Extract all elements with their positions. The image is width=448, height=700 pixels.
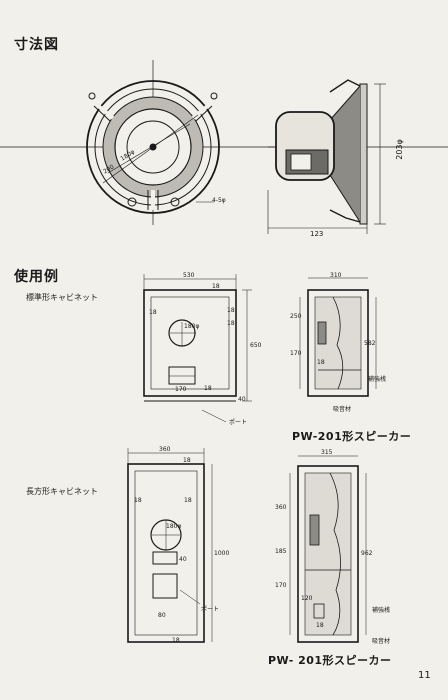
tall-cut-d: 18 xyxy=(172,637,180,644)
tall-cabinet-label: 長方形キャビネット xyxy=(26,487,98,496)
standard-depth-label: 310 xyxy=(330,272,342,279)
tall-side-120: 120 xyxy=(301,595,313,602)
standard-cut-b: 18 xyxy=(149,309,157,316)
standard-cut-a: 18 xyxy=(212,283,220,290)
dimensions-title: 寸法図 xyxy=(14,37,59,53)
tall-inner-height-label: 962 xyxy=(361,550,373,557)
usage-title: 使用例 xyxy=(14,269,59,285)
tall-width-label: 360 xyxy=(159,446,171,453)
standard-port-label: ポート xyxy=(229,419,248,426)
standard-cabinet-front xyxy=(143,274,252,423)
speaker-side-view xyxy=(267,79,386,234)
tall-hole-label: 180φ xyxy=(166,523,182,530)
standard-base: 40 xyxy=(238,396,246,403)
standard-port-width: 170 xyxy=(175,386,187,393)
tall-caption: PW- 201形スピーカー xyxy=(268,654,392,667)
standard-side-170: 170 xyxy=(290,350,302,357)
standard-hole-label: 180φ xyxy=(184,323,200,330)
standard-inner-height-label: 582 xyxy=(364,340,376,347)
speaker-front-view xyxy=(0,60,448,225)
standard-cut-d: 18 xyxy=(227,320,235,327)
standard-side-250: 250 xyxy=(290,313,302,320)
speaker-depth-label: 123 xyxy=(310,230,324,238)
tall-cut-e: 18 xyxy=(316,622,324,629)
tall-reinforce: 補強桟 xyxy=(372,607,391,614)
tall-port-label: ポート xyxy=(201,606,220,613)
tall-absorb: 吸音材 xyxy=(372,638,391,645)
tall-cabinet-front xyxy=(127,448,213,643)
standard-cut-c: 18 xyxy=(227,307,235,314)
tall-port-40: 40 xyxy=(179,556,187,563)
tall-port-80: 80 xyxy=(158,612,166,619)
speaker-diameter-label: 203φ xyxy=(394,139,404,160)
standard-cut-f: 18 xyxy=(317,359,325,366)
page-number: 11 xyxy=(418,670,431,681)
tall-side-185: 185 xyxy=(275,548,287,555)
tall-depth-label: 315 xyxy=(321,449,333,456)
standard-reinforce: 補強桟 xyxy=(368,376,387,383)
standard-cabinet-section xyxy=(299,277,377,397)
standard-absorb: 吸音材 xyxy=(333,406,352,413)
tall-cabinet-section xyxy=(289,455,367,643)
standard-cabinet-label: 標準形キャビネット xyxy=(26,293,98,302)
standard-height-label: 650 xyxy=(250,342,262,349)
standard-width-label: 530 xyxy=(183,272,195,279)
tall-height-label: 1000 xyxy=(214,550,230,557)
tall-cut-b: 18 xyxy=(134,497,142,504)
speaker-holes-label: 4-5φ xyxy=(212,197,226,204)
tall-side-170: 170 xyxy=(275,582,287,589)
standard-cut-e: 18 xyxy=(204,385,212,392)
tall-cut-a: 18 xyxy=(183,457,191,464)
tall-cut-c: 18 xyxy=(184,497,192,504)
standard-caption: PW-201形スピーカー xyxy=(292,430,412,443)
tall-side-360: 360 xyxy=(275,504,287,511)
